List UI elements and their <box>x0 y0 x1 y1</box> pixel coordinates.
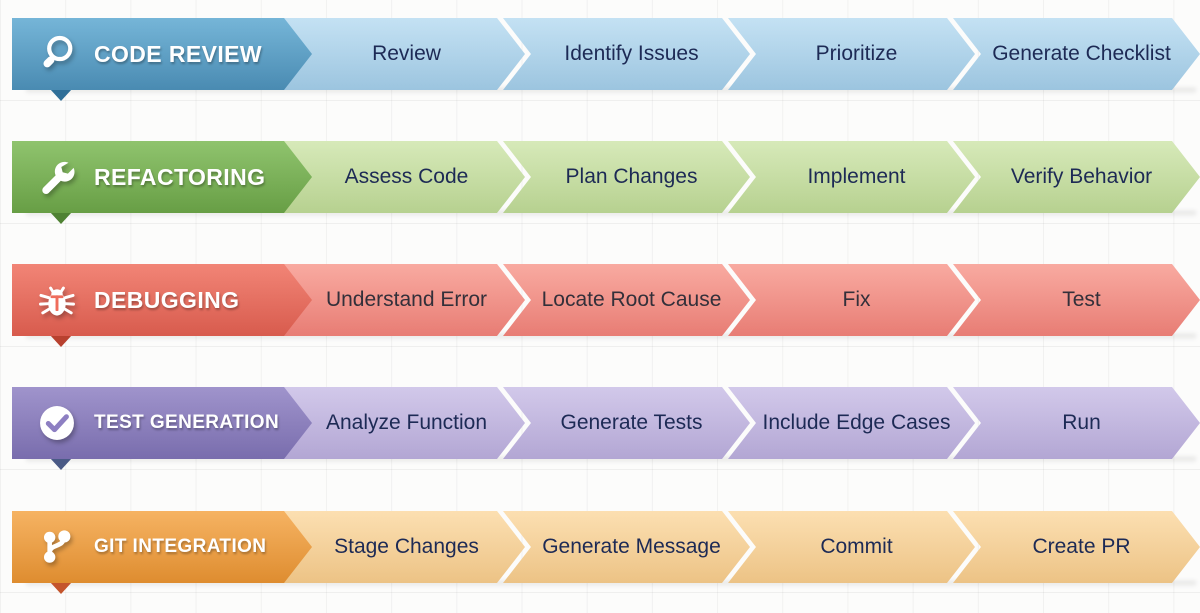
category-label: REFACTORING <box>94 163 266 190</box>
row-inner-code-review: Review Identify Issues Prioritize Generate … <box>12 18 1200 101</box>
step-label: Generate Message <box>542 535 721 558</box>
workflow-row-debugging: Understand Error Locate Root Cause Fix Test… <box>0 264 1200 347</box>
banner-tail <box>50 582 72 594</box>
step-label: Run <box>1062 411 1101 434</box>
step-label: Review <box>372 42 441 65</box>
step-chevron[interactable]: Analyze Function <box>278 387 525 459</box>
step-chevrons-refactoring: Assess Code Plan Changes Implement Verify B… <box>300 141 1200 213</box>
step-chevron[interactable]: Understand Error <box>278 264 525 336</box>
category-banner-code-review[interactable]: CODE REVIEW <box>12 18 312 90</box>
row-shadow <box>26 457 1196 463</box>
category-label: GIT INTEGRATION <box>94 536 267 557</box>
step-chevron[interactable]: Plan Changes <box>503 141 750 213</box>
step-chevron[interactable]: Locate Root Cause <box>503 264 750 336</box>
row-inner-test-generation: Analyze Function Generate Tests Include Ed… <box>12 387 1200 470</box>
step-chevron[interactable]: Create PR <box>953 511 1200 583</box>
banner-tail <box>50 212 72 224</box>
step-chevron[interactable]: Generate Tests <box>503 387 750 459</box>
workflow-row-code-review: Review Identify Issues Prioritize Generate … <box>0 18 1200 101</box>
step-chevron[interactable]: Verify Behavior <box>953 141 1200 213</box>
row-shadow <box>26 334 1196 340</box>
row-inner-git-integration: Stage Changes Generate Message Commit Creat… <box>12 511 1200 594</box>
step-label: Analyze Function <box>325 411 488 434</box>
step-label: Understand Error <box>325 288 488 311</box>
step-chevrons-test-generation: Analyze Function Generate Tests Include Ed… <box>300 387 1200 459</box>
bug-icon <box>34 277 80 323</box>
step-chevron[interactable]: Commit <box>728 511 975 583</box>
wrench-icon <box>34 154 80 200</box>
step-label: Generate Tests <box>560 411 703 434</box>
category-label: TEST GENERATION <box>94 412 280 433</box>
step-chevron[interactable]: Include Edge Cases <box>728 387 975 459</box>
banner-tail <box>50 458 72 470</box>
row-inner-debugging: Understand Error Locate Root Cause Fix Test… <box>12 264 1200 347</box>
step-label: Include Edge Cases <box>762 411 951 434</box>
step-chevron[interactable]: Generate Message <box>503 511 750 583</box>
step-chevrons-git-integration: Stage Changes Generate Message Commit Creat… <box>300 511 1200 583</box>
step-chevron[interactable]: Assess Code <box>278 141 525 213</box>
workflow-row-test-generation: Analyze Function Generate Tests Include Ed… <box>0 387 1200 470</box>
workflow-row-git-integration: Stage Changes Generate Message Commit Creat… <box>0 511 1200 594</box>
banner-tail <box>50 335 72 347</box>
banner-tail <box>50 89 72 101</box>
step-label: Stage Changes <box>334 535 479 558</box>
workflow-row-refactoring: Assess Code Plan Changes Implement Verify B… <box>0 141 1200 224</box>
step-label: Fix <box>842 288 871 311</box>
step-label: Generate Checklist <box>992 42 1171 65</box>
row-shadow <box>26 581 1196 587</box>
check-circle-icon <box>34 400 80 446</box>
step-label: Prioritize <box>815 42 898 65</box>
step-chevron[interactable]: Generate Checklist <box>953 18 1200 90</box>
step-chevron[interactable]: Review <box>278 18 525 90</box>
step-chevron[interactable]: Stage Changes <box>278 511 525 583</box>
row-inner-refactoring: Assess Code Plan Changes Implement Verify B… <box>12 141 1200 224</box>
step-chevrons-debugging: Understand Error Locate Root Cause Fix Test <box>300 264 1200 336</box>
magnifier-icon <box>34 31 80 77</box>
category-label: CODE REVIEW <box>94 40 262 67</box>
step-chevron[interactable]: Prioritize <box>728 18 975 90</box>
step-chevron[interactable]: Run <box>953 387 1200 459</box>
category-banner-git-integration[interactable]: GIT INTEGRATION <box>12 511 312 583</box>
git-branch-icon <box>34 524 80 570</box>
step-label: Plan Changes <box>565 165 698 188</box>
category-banner-debugging[interactable]: DEBUGGING <box>12 264 312 336</box>
category-banner-test-generation[interactable]: TEST GENERATION <box>12 387 312 459</box>
step-label: Verify Behavior <box>1010 165 1153 188</box>
step-label: Implement <box>807 165 906 188</box>
step-label: Locate Root Cause <box>541 288 722 311</box>
step-chevron[interactable]: Fix <box>728 264 975 336</box>
step-label: Identify Issues <box>564 42 699 65</box>
category-label: DEBUGGING <box>94 286 240 313</box>
step-label: Test <box>1062 288 1101 311</box>
step-chevron[interactable]: Identify Issues <box>503 18 750 90</box>
category-banner-refactoring[interactable]: REFACTORING <box>12 141 312 213</box>
step-chevron[interactable]: Test <box>953 264 1200 336</box>
step-label: Commit <box>820 535 893 558</box>
step-chevrons-code-review: Review Identify Issues Prioritize Generate … <box>300 18 1200 90</box>
step-label: Create PR <box>1032 535 1131 558</box>
step-chevron[interactable]: Implement <box>728 141 975 213</box>
step-label: Assess Code <box>344 165 469 188</box>
row-shadow <box>26 88 1196 94</box>
row-shadow <box>26 211 1196 217</box>
